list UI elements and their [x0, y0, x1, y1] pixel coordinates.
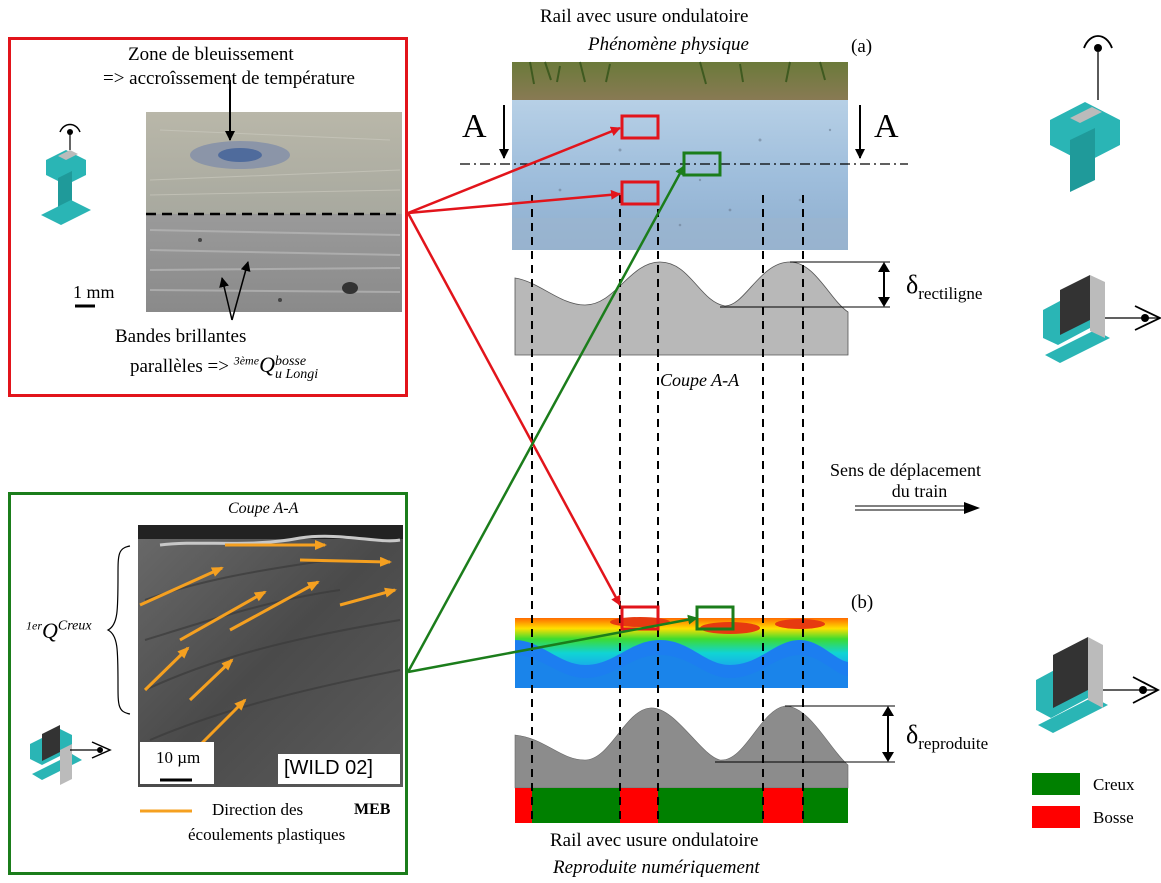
- bandes-label: Bandes brillantes: [115, 326, 247, 347]
- meb-label: MEB: [354, 801, 391, 818]
- profile-bottom: [514, 705, 849, 789]
- arrow-green-upper: [406, 165, 686, 673]
- arrow-red-lower: [406, 212, 622, 606]
- legend-swatch-creux: [1032, 773, 1080, 795]
- red-inset-panel: [8, 37, 408, 397]
- wild-reference: [WILD 02]: [284, 757, 373, 779]
- legend-swatch-bosse: [1032, 806, 1080, 828]
- scale-10um: 10 µm: [156, 748, 201, 767]
- label-b: (b): [851, 592, 874, 613]
- arrow-red-upper: [407, 126, 621, 215]
- highlight-box-red-1: [620, 114, 660, 140]
- delta-reproduite: δreproduite: [906, 720, 989, 754]
- arrow-red-middle: [407, 189, 621, 215]
- direction-arrow: [855, 502, 980, 514]
- section-label-right: A: [874, 108, 899, 145]
- rail-photo-top: [512, 61, 848, 250]
- rail-icon-bottom-left: [30, 725, 112, 785]
- temperature-label: => accroîssement de température: [103, 68, 355, 89]
- green-inset-panel: [8, 492, 408, 875]
- rail-icon-right-top: [1050, 35, 1120, 192]
- coupe-label-sem: Coupe A-A: [228, 500, 299, 517]
- direction-label: Sens de déplacement du train: [830, 460, 981, 501]
- coupe-label: Coupe A-A: [660, 370, 740, 390]
- creux-bosse-strip: [515, 788, 848, 823]
- heat-map-simulation: [515, 617, 848, 688]
- rail-icon-top-left: [41, 123, 91, 225]
- profile-top: [514, 261, 849, 356]
- micrograph-surface: [75, 80, 402, 321]
- zone-bleuissement-label: Zone de bleuissement: [128, 44, 294, 65]
- section-label-left: A: [462, 108, 487, 145]
- alignment-lines: [531, 195, 804, 823]
- legend-direction-line1: Direction des: [212, 800, 304, 819]
- sem-micrograph: [106, 525, 403, 813]
- highlight-box-green-1: [682, 151, 722, 177]
- legend-label-bosse: Bosse: [1093, 808, 1134, 827]
- rail-icon-right-middle: [1043, 275, 1161, 363]
- scale-1mm: 1 mm: [73, 282, 115, 302]
- legend-label-creux: Creux: [1093, 775, 1135, 794]
- arrow-green-lower: [407, 614, 698, 674]
- highlight-box-red-2: [620, 180, 660, 206]
- bottom-subtitle: Reproduite numériquement: [553, 857, 760, 878]
- top-subtitle: Phénomène physique: [588, 34, 749, 55]
- top-title: Rail avec usure ondulatoire: [540, 6, 749, 27]
- legend-direction-line2: écoulements plastiques: [188, 825, 346, 844]
- bottom-title: Rail avec usure ondulatoire: [550, 830, 759, 851]
- delta-rectiligne: δrectiligne: [906, 270, 983, 304]
- label-a: (a): [851, 36, 873, 57]
- rail-icon-right-bottom: [1036, 637, 1160, 733]
- q-creux-label: 1erQCreux: [26, 618, 92, 643]
